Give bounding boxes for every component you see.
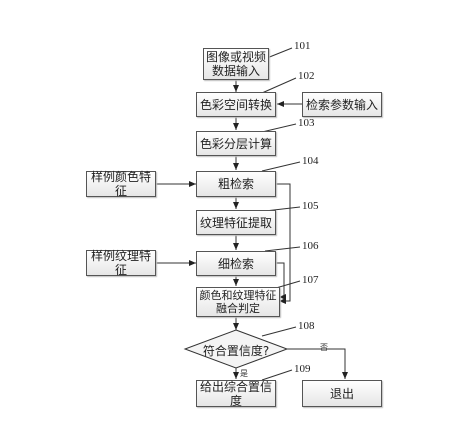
arrow-106-107b <box>276 262 286 300</box>
image-video-input-box: 图像或视频 数据输入 <box>203 48 269 80</box>
fusion-decision-box: 颜色和纹理特征 融合判定 <box>196 287 280 317</box>
coarse-search-box: 粗检索 <box>196 171 276 197</box>
ref-104: 104 <box>302 155 319 167</box>
ref-102: 102 <box>298 70 315 82</box>
texture-feature-extract-box: 纹理特征提取 <box>196 210 276 235</box>
exit-box: 退出 <box>302 380 382 407</box>
arrow-104-107 <box>276 183 291 304</box>
ref-103: 103 <box>298 117 315 129</box>
decision-label: 符合置信度? <box>202 344 270 358</box>
ref-109: 109 <box>294 363 311 375</box>
fine-search-box: 细检索 <box>196 251 276 276</box>
sample-texture-feature-box: 样例纹理特征 <box>86 249 156 277</box>
ref-107: 107 <box>302 274 319 286</box>
decision-diamond <box>183 329 289 369</box>
output-confidence-box: 给出综合置信度 <box>196 380 276 408</box>
sample-color-feature-box: 样例颜色特征 <box>86 170 156 198</box>
ref-108: 108 <box>298 320 315 332</box>
no-label: 否 <box>320 343 328 352</box>
ref-105: 105 <box>302 200 319 212</box>
ref-101: 101 <box>294 40 311 52</box>
arrow-no-exit <box>287 348 348 379</box>
color-layer-calc-box: 色彩分层计算 <box>196 131 276 156</box>
yes-label: 是 <box>240 369 248 378</box>
color-space-conversion-box: 色彩空间转换 <box>196 92 276 117</box>
search-params-input-box: 检索参数输入 <box>302 92 382 117</box>
ref-106: 106 <box>302 240 319 252</box>
